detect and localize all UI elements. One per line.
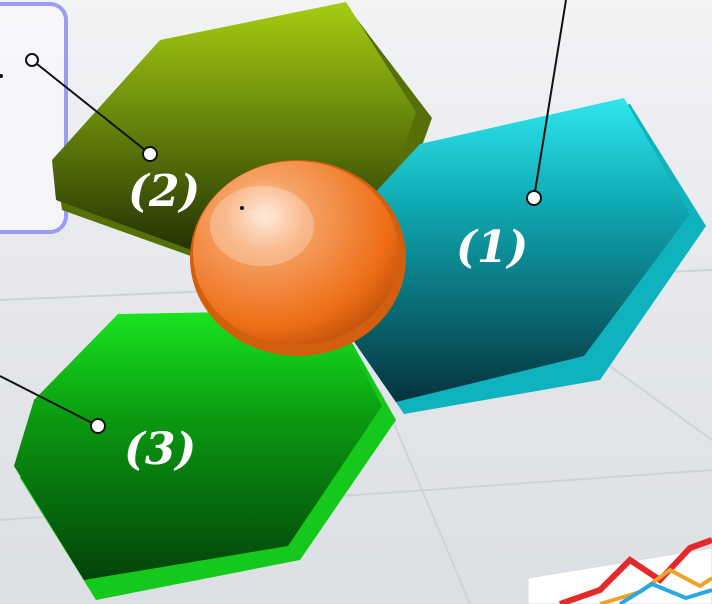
hexagon-3-label: (3) [124, 424, 196, 475]
leader-dot-2-end [25, 53, 39, 67]
hexagon-2-label: (2) [128, 166, 200, 217]
leader-dot-3 [90, 418, 106, 434]
leader-lines [0, 0, 567, 427]
leader-dot-1 [526, 190, 542, 206]
hexagon-3 [14, 310, 396, 600]
note-box [0, 2, 68, 234]
hexagon-1 [332, 98, 706, 414]
center-disc [190, 160, 406, 356]
leader-line-1 [533, 0, 567, 199]
hexagon-1-label: (1) [456, 222, 528, 273]
leader-line-2 [31, 59, 151, 155]
leader-dots [25, 53, 542, 434]
edge-dot [0, 74, 3, 78]
small-dot [240, 206, 244, 210]
corner-chart-thumbnail [527, 537, 712, 604]
leader-dot-2 [142, 146, 158, 162]
leader-line-3 [0, 375, 99, 427]
